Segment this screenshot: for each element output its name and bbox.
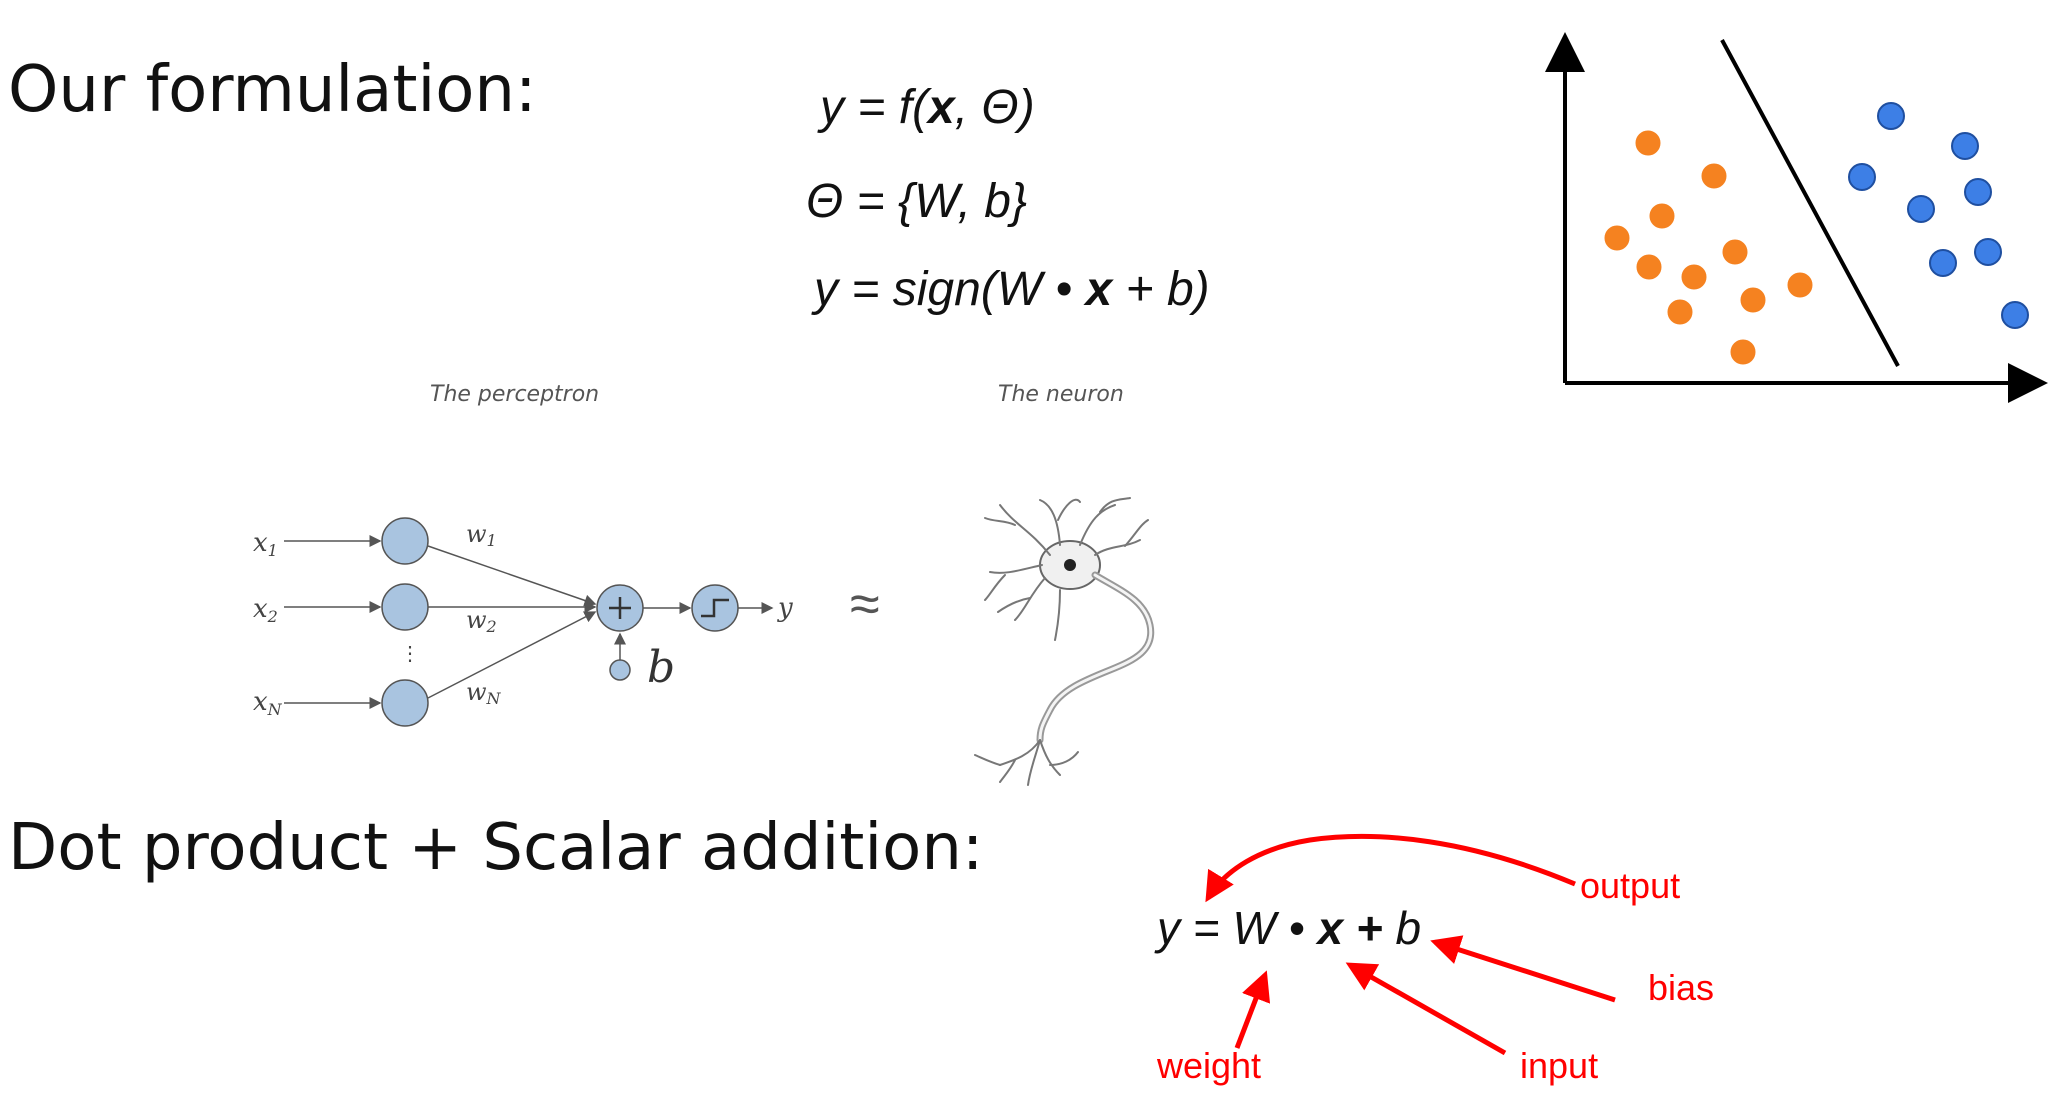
input-node-2 <box>381 583 429 631</box>
blue-points <box>1848 102 2029 329</box>
weight-label-wn: wN <box>466 678 502 708</box>
formula-sign: y = sign(W • x + b) <box>814 263 1210 316</box>
formula-function: y = f(x, Θ) <box>820 81 1035 134</box>
bias-annotation-arrow <box>1430 935 1616 1003</box>
approx-symbol: ≈ <box>850 574 880 634</box>
weight-edge-n <box>427 611 597 699</box>
input-node-n <box>381 679 429 727</box>
neuron-sketch <box>974 497 1155 786</box>
decision-boundary <box>1720 39 1900 367</box>
output-label-y: y <box>777 593 793 623</box>
input-node-1 <box>381 517 429 565</box>
weight-label-w1: w1 <box>466 520 497 550</box>
annotation-output: output <box>1580 865 1681 906</box>
orange-points <box>1603 129 1814 366</box>
caption-neuron: The neuron <box>998 382 1124 407</box>
bias-label: b <box>647 642 675 693</box>
annotation-bias: bias <box>1648 967 1715 1008</box>
bias-node <box>609 659 631 681</box>
input-label-x2: x2 <box>253 594 278 626</box>
caption-perceptron: The perceptron <box>430 382 600 407</box>
step-function-icon <box>701 598 729 618</box>
heading-our-formulation: Our formulation: <box>8 53 537 127</box>
input-label-x1: x1 <box>253 528 278 560</box>
formula-annotated: y = W • x + b <box>1157 902 1422 954</box>
annotation-arrows <box>1205 833 1616 1056</box>
weight-annotation-arrow <box>1234 970 1271 1049</box>
input-annotation-arrow <box>1345 962 1507 1056</box>
weight-label-w2: w2 <box>466 606 497 636</box>
perceptron-diagram: x1 x2 xN ⋮ w1 w2 wN b <box>253 517 880 727</box>
annotation-weight: weight <box>1157 1045 1262 1086</box>
formula-parameters: Θ = {W, b} <box>806 175 1027 228</box>
heading-dot-product: Dot product + Scalar addition: <box>8 811 984 885</box>
input-ellipsis: ⋮ <box>400 643 420 665</box>
output-arrow-curve <box>1205 833 1576 903</box>
input-label-xn: xN <box>253 687 283 719</box>
weight-edge-1 <box>427 545 597 607</box>
scatter-plot <box>1545 32 2048 403</box>
plus-icon <box>609 597 631 619</box>
annotation-input: input <box>1520 1045 1599 1086</box>
